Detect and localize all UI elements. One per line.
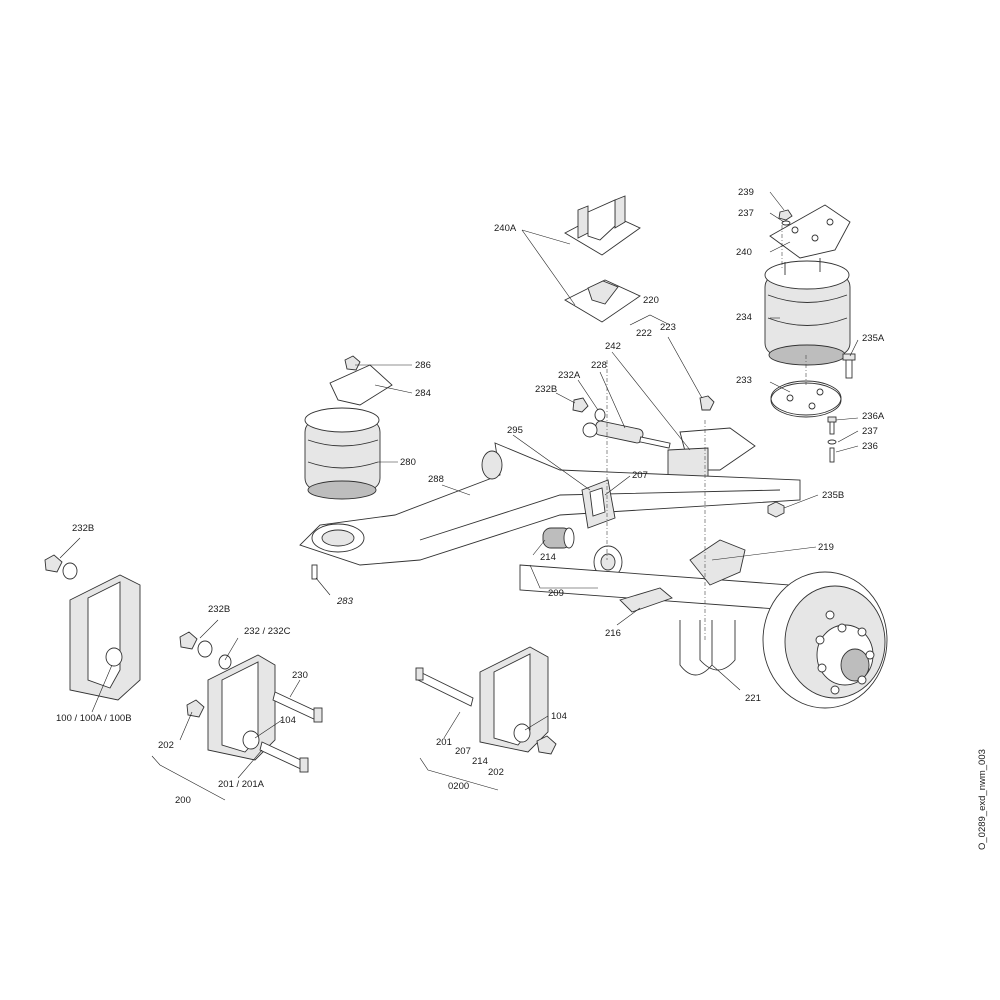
bolt-236A [827,416,837,435]
callout-104-b: 104 [551,711,567,722]
bolt-230 [272,691,323,723]
callout-240A: 240A [494,223,517,234]
callout-235A: 235A [862,333,885,344]
callout-236: 236 [862,441,878,452]
bolt-235A [842,353,856,379]
callout-234: 234 [736,312,752,323]
callout-201-201A: 201 / 201A [218,779,265,790]
washer-232A [594,408,606,422]
trailing-arm-288 [299,442,801,566]
callout-222: 222 [636,328,652,339]
hanger-200 [207,654,276,761]
callout-labels: 239 237 240 234 235A 233 236A 237 236 23… [56,187,885,806]
callout-209: 209 [548,588,564,599]
callout-207-b: 207 [455,746,471,757]
callout-232B-left: 232B [72,523,94,534]
bolt-236 [829,447,835,463]
callout-280: 280 [400,457,416,468]
callout-237-lower: 237 [862,426,878,437]
bolt-283 [311,564,318,580]
hanger-plate-242 [667,427,756,479]
bolt-201 [259,741,309,773]
callout-201: 201 [436,737,452,748]
nut-232B-mid [572,397,589,413]
nut-235B [767,501,785,518]
callout-237: 237 [738,208,754,219]
callout-228: 228 [591,360,607,371]
nut-286 [344,355,361,371]
callout-214-mid: 214 [540,552,556,563]
callout-214-b: 214 [472,756,488,767]
nut-202-a [186,699,205,718]
callout-235B: 235B [822,490,844,501]
callout-202-b: 202 [488,767,504,778]
callout-236A: 236A [862,411,885,422]
nut-202-b [536,735,557,755]
brake-drum [762,571,888,709]
plate-216 [619,587,673,613]
callout-100-100A-100B: 100 / 100A / 100B [56,713,132,724]
callout-283: 283 [336,596,354,607]
bracket-240A-top [564,195,641,256]
washer-237-lower [827,439,837,445]
top-plate-240 [769,204,851,259]
callout-288: 288 [428,474,444,485]
callout-202-a: 202 [158,740,174,751]
bushing-eye [593,545,623,579]
nut-232B-hanger200 [179,631,232,670]
callout-223: 223 [660,322,676,333]
callout-220: 220 [643,295,659,306]
shock-absorber-228 [582,420,671,449]
callout-233: 233 [736,375,752,386]
callout-200: 200 [175,795,191,806]
drawing-id-label: O_0289_exd_nwm_003 [977,749,988,850]
air-spring-280 [304,407,381,500]
callout-295: 295 [507,425,523,436]
callout-286: 286 [415,360,431,371]
callout-239: 239 [738,187,754,198]
air-spring-234 [764,258,851,366]
bolt-201-b [415,667,474,707]
hanger-100 [69,574,141,701]
callout-219: 219 [818,542,834,553]
callout-0200: 0200 [448,781,469,792]
nut-232B-left [44,554,78,580]
callout-230: 230 [292,670,308,681]
nut-239 [778,209,793,221]
hanger-0200 [479,646,549,753]
nut-223 [699,395,715,411]
bracket-240A-bottom [564,279,641,323]
callout-221: 221 [745,693,761,704]
callout-232A: 232A [558,370,581,381]
top-plate-284 [329,364,393,406]
lower-plate-233 [770,380,842,418]
callout-104-a: 104 [280,715,296,726]
bushing-214-mid [542,527,575,549]
callout-216: 216 [605,628,621,639]
callout-284: 284 [415,388,431,399]
callout-240: 240 [736,247,752,258]
u-bolt-221 [679,620,736,676]
callout-232B-mid: 232B [535,384,557,395]
leader-lines [59,191,859,801]
axle-beam [519,539,791,611]
callout-242: 242 [605,341,621,352]
callout-232-232C: 232 / 232C [244,626,291,637]
callout-232B-hanger200: 232B [208,604,230,615]
callout-207-mid: 207 [632,470,648,481]
